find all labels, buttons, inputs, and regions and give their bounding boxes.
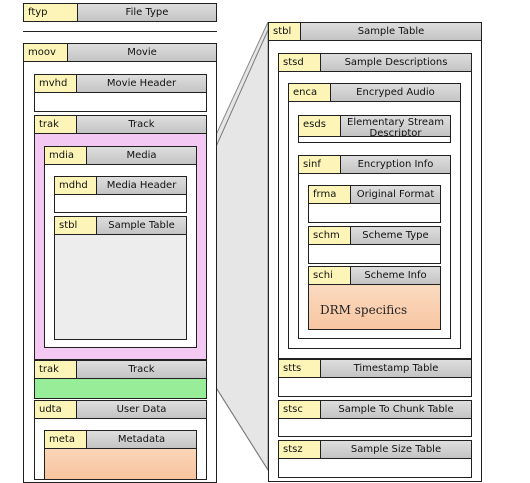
stbl-expanded-header: stbl Sample Table: [268, 22, 482, 41]
stsd-tag: stsd: [279, 54, 321, 71]
enca-header: enca Encryped Audio: [288, 83, 461, 102]
schm-name: Scheme Type: [351, 227, 440, 244]
mdia-name: Media: [87, 147, 196, 164]
trak-header: trak Track: [34, 115, 207, 134]
mvhd-name: Movie Header: [77, 75, 206, 92]
moov-name: Movie: [68, 44, 216, 61]
schm-header: schm Scheme Type: [308, 226, 441, 245]
stbl-expanded-tag: stbl: [269, 23, 301, 40]
schi-header: schi Scheme Info: [308, 266, 441, 285]
stbl-header: stbl Sample Table: [54, 216, 187, 235]
trak-name: Track: [77, 116, 206, 133]
stbl-name: Sample Table: [97, 217, 186, 234]
moov-header: moov Movie: [23, 43, 217, 62]
stsd-name: Sample Descriptions: [321, 54, 471, 71]
stsz-header: stsz Sample Size Table: [278, 440, 472, 459]
trak-header-2: trak Track: [34, 360, 207, 379]
drm-specifics-label: DRM specifics: [320, 303, 408, 317]
stsc-tag: stsc: [279, 401, 321, 418]
ftyp-name: File Type: [78, 4, 216, 21]
frma-name: Original Format: [351, 186, 440, 203]
stbl-tag: stbl: [55, 217, 97, 234]
esds-header: esds Elementary Stream Descriptor: [298, 115, 451, 137]
mdhd-header: mdhd Media Header: [54, 176, 187, 195]
stbl-expanded-name: Sample Table: [301, 23, 481, 40]
esds-name: Elementary Stream Descriptor: [341, 116, 450, 136]
ftyp-box: ftyp File Type: [23, 3, 217, 22]
stsz-tag: stsz: [279, 441, 321, 458]
stts-header: stts Timestamp Table: [278, 359, 472, 378]
stbl-box: [54, 216, 187, 340]
enca-name: Encryped Audio: [331, 84, 460, 101]
ftyp-tag: ftyp: [24, 4, 78, 21]
schm-tag: schm: [309, 227, 351, 244]
mdia-tag: mdia: [45, 147, 87, 164]
stsd-header: stsd Sample Descriptions: [278, 53, 472, 72]
stsz-name: Sample Size Table: [321, 441, 471, 458]
trak-tag-2: trak: [35, 361, 77, 378]
stsc-header: stsc Sample To Chunk Table: [278, 400, 472, 419]
stts-tag: stts: [279, 360, 321, 377]
meta-header: meta Metadata: [44, 430, 197, 449]
sinf-tag: sinf: [299, 156, 341, 173]
sinf-header: sinf Encryption Info: [298, 155, 451, 174]
enca-tag: enca: [289, 84, 331, 101]
mdia-header: mdia Media: [44, 146, 197, 165]
mvhd-tag: mvhd: [35, 75, 77, 92]
schi-name: Scheme Info: [351, 267, 440, 284]
stsc-name: Sample To Chunk Table: [321, 401, 471, 418]
udta-header: udta User Data: [34, 400, 207, 419]
stts-name: Timestamp Table: [321, 360, 471, 377]
frma-tag: frma: [309, 186, 351, 203]
meta-tag: meta: [45, 431, 87, 448]
mvhd-header: mvhd Movie Header: [34, 74, 207, 93]
meta-name: Metadata: [87, 431, 196, 448]
trak-tag: trak: [35, 116, 77, 133]
esds-tag: esds: [299, 116, 341, 136]
moov-tag: moov: [24, 44, 68, 61]
udta-tag: udta: [35, 401, 77, 418]
udta-name: User Data: [77, 401, 206, 418]
frma-header: frma Original Format: [308, 185, 441, 204]
mdhd-tag: mdhd: [55, 177, 97, 194]
mdhd-name: Media Header: [97, 177, 186, 194]
sinf-name: Encryption Info: [341, 156, 450, 173]
schi-tag: schi: [309, 267, 351, 284]
trak-name-2: Track: [77, 361, 206, 378]
